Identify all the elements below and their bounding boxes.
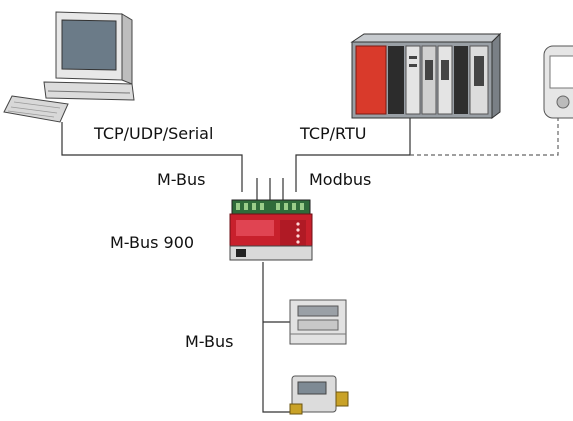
modbus-label: Modbus	[309, 170, 372, 189]
energy-meter-icon	[289, 299, 347, 345]
tcp-udp-serial-label: TCP/UDP/Serial	[94, 124, 214, 143]
handheld-device-icon	[543, 45, 573, 119]
plc-to-gateway-line	[295, 118, 411, 192]
pc-to-gateway-line	[61, 122, 243, 192]
tcp-rtu-label: TCP/RTU	[300, 124, 367, 143]
m-bus-900-gateway-icon	[229, 199, 313, 261]
gateway-name-label: M-Bus 900	[110, 233, 195, 252]
gateway-to-meters-line	[262, 262, 292, 413]
plc-rack-icon	[350, 32, 502, 119]
connection-lines	[61, 118, 559, 413]
desktop-computer-icon	[3, 11, 135, 123]
m-bus-bottom-label: M-Bus	[185, 332, 234, 351]
m-bus-top-label: M-Bus	[157, 170, 206, 189]
heat-meter-icon	[289, 375, 349, 415]
handheld-dashed-line	[410, 118, 559, 156]
